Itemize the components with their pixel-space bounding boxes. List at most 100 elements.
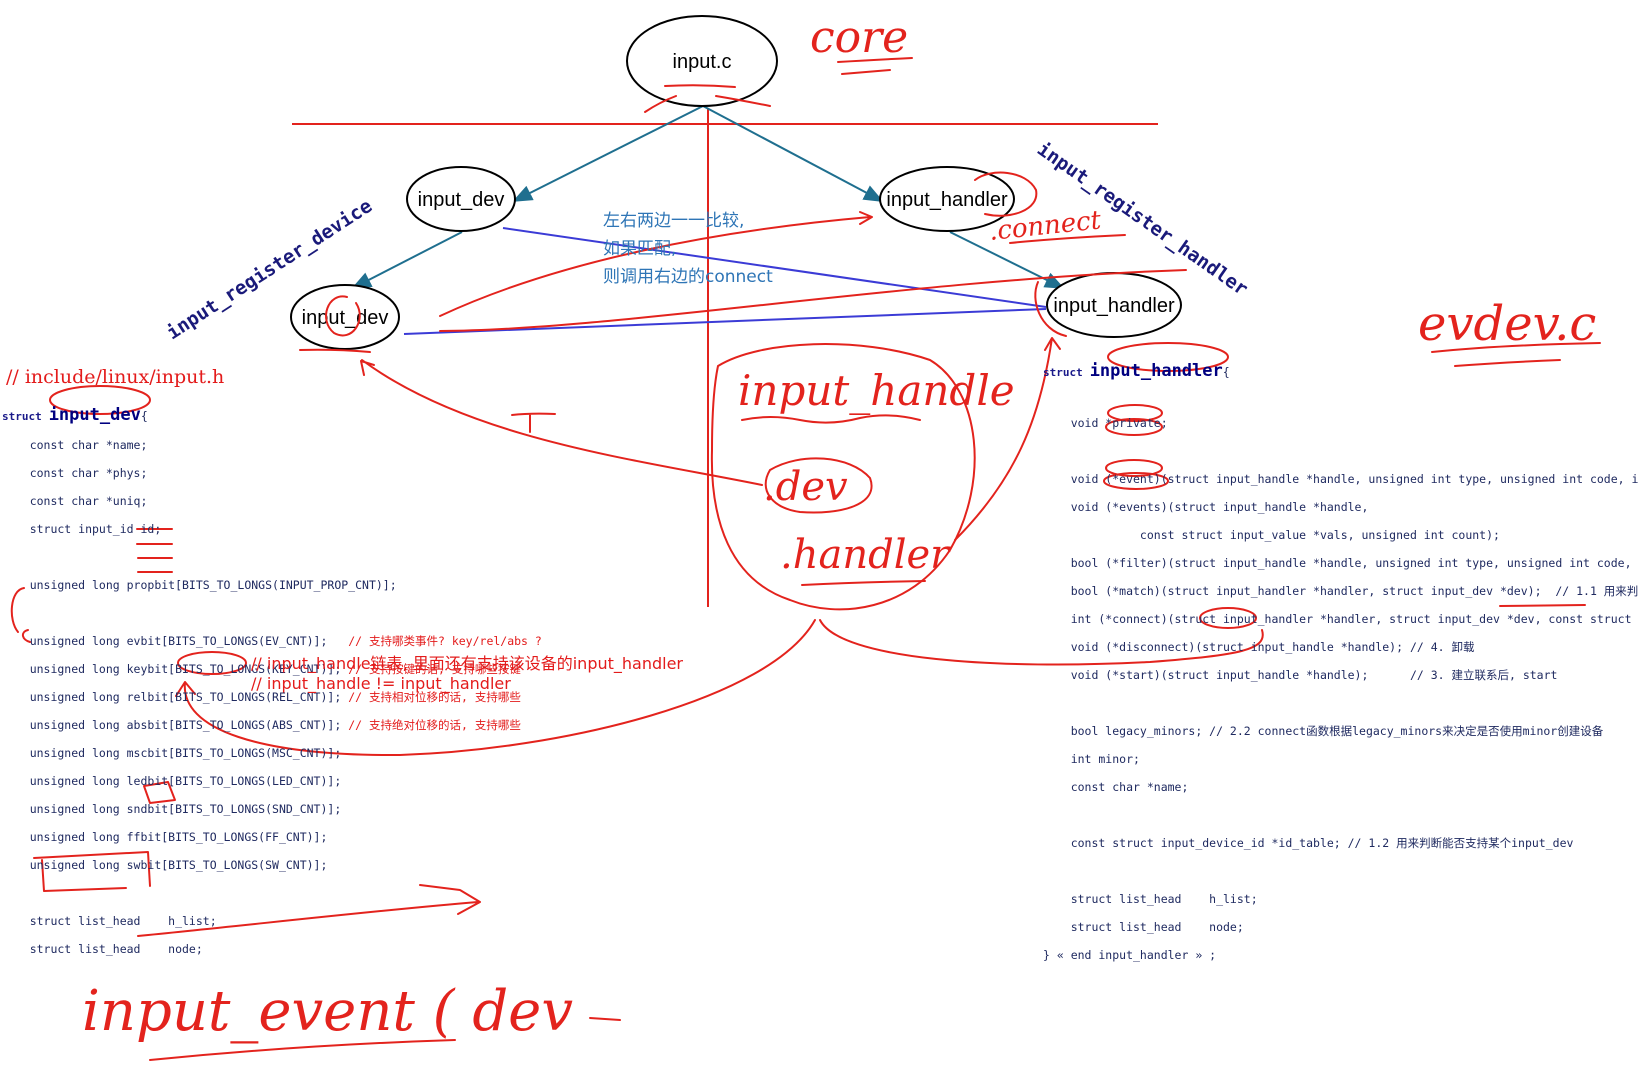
dev-struct-line: unsigned long absbit[BITS_TO_LONGS(ABS_C… — [2, 718, 521, 732]
connect-line-lower — [439, 269, 1187, 332]
header-path: // include/linux/input.h — [6, 366, 225, 388]
handler-top-circle — [974, 171, 1038, 217]
connect-circle — [1103, 472, 1169, 490]
long-arrow — [137, 884, 481, 937]
dev-struct-line: unsigned long relbit[BITS_TO_LONGS(REL_C… — [2, 690, 521, 704]
dev-struct-line: unsigned long propbit[BITS_TO_LONGS(INPU… — [2, 578, 397, 592]
core-text-underline — [837, 57, 913, 75]
dev-arrow-tick — [511, 412, 556, 433]
input-handler-circle — [1107, 342, 1229, 372]
arrow-dev-to-dev — [351, 231, 463, 289]
handler-hlist-circle — [1199, 607, 1257, 629]
bits-underlines — [136, 528, 173, 573]
hand-input-handle: input_handle — [738, 366, 1015, 415]
dev-struct-line: unsigned long ffbit[BITS_TO_LONGS(FF_CNT… — [2, 830, 328, 844]
handler-struct-line: bool legacy_minors; // 2.2 connect函数根据le… — [1043, 724, 1604, 738]
handler-underline — [801, 580, 926, 586]
dev-struct-line: const char *name; — [2, 438, 148, 452]
event-circle — [1107, 404, 1163, 422]
dev-struct-line: unsigned long sndbit[BITS_TO_LONGS(SND_C… — [2, 802, 342, 816]
hand-input-event: input_event ( dev — [82, 979, 573, 1044]
node-dev-bottom: input_dev — [290, 284, 400, 350]
handler-struct-line: const struct input_device_id *id_table; … — [1043, 836, 1574, 850]
connect-underline — [1009, 234, 1126, 244]
dev-struct-line: unsigned long mscbit[BITS_TO_LONGS(MSC_C… — [2, 746, 342, 760]
hand-core: core — [810, 12, 908, 63]
compare-note: 左右两边一一比较, 如果匹配, 则调用右边的connect — [603, 207, 773, 291]
handler-bottom-tick — [1034, 281, 1067, 337]
small-box — [143, 781, 176, 804]
dev-underline — [589, 1017, 621, 1021]
handler-struct-line: bool (*filter)(struct input_handle *hand… — [1043, 556, 1632, 570]
hlist-note: // input_handle链表, 里面还有支持该设备的input_handl… — [251, 654, 683, 694]
handler-struct-line: void (*event)(struct input_handle *handl… — [1043, 472, 1638, 486]
handler-struct-line: struct list_head h_list; — [1043, 892, 1258, 906]
connect-arrow — [439, 211, 873, 317]
dev-struct-line: unsigned long evbit[BITS_TO_LONGS(EV_CNT… — [2, 634, 542, 648]
evdev-underline — [1431, 342, 1601, 367]
handle-group-loop — [710, 343, 976, 611]
dev-struct-line: struct list_head node; — [2, 942, 203, 956]
handle-squiggle — [741, 414, 921, 424]
bits-bracket — [10, 587, 31, 643]
dev-bottom-underline — [299, 348, 371, 353]
dev-bottom-circle — [325, 295, 361, 337]
compare-note-line3: 则调用右边的connect — [603, 267, 773, 287]
rect-shape — [33, 851, 151, 892]
compare-note-line1: 左右两边一一比较, — [603, 211, 745, 231]
handler-struct-code: struct input_handler{ void *private; voi… — [1043, 350, 1638, 976]
input-dev-circle — [49, 385, 151, 415]
dev-struct-line: const char *uniq; — [2, 494, 148, 508]
node-core-label: input.c — [673, 51, 732, 73]
handler-struct-line: bool (*match)(struct input_handler *hand… — [1043, 584, 1638, 598]
node-handler-top-label: input_handler — [886, 189, 1008, 211]
core-underline-ticks — [644, 95, 771, 113]
arrow-core-to-handler — [702, 105, 884, 202]
dev-arrow — [360, 359, 763, 486]
dev-circle — [764, 457, 873, 514]
dev-struct-line: const char *phys; — [2, 466, 148, 480]
dev-struct-code: struct input_dev{ const char *name; cons… — [2, 394, 542, 970]
hlist-note-line2: // input_handle != input_handler — [251, 674, 511, 693]
handler-struct-line: const struct input_value *vals, unsigned… — [1043, 528, 1500, 542]
handler-struct-line: void (*start)(struct input_handle *handl… — [1043, 668, 1558, 682]
handler-struct-line: struct list_head node; — [1043, 920, 1244, 934]
handler-struct-line: void *private; — [1043, 416, 1168, 430]
handler-arrow — [954, 337, 1061, 541]
compare-line-bottom — [403, 308, 1047, 335]
input-event-underline — [149, 1039, 456, 1061]
handler-struct-line: int minor; — [1043, 752, 1140, 766]
handler-struct-line: struct input_handler{ — [1043, 361, 1230, 381]
node-core: input.c — [626, 15, 778, 107]
dev-struct-line: struct input_dev{ — [2, 405, 148, 425]
node-dev-top-label: input_dev — [418, 189, 505, 211]
handler-struct-line: } « end input_handler » ; — [1043, 948, 1217, 962]
hand-dev: .dev — [763, 464, 848, 510]
arrow-core-to-dev — [512, 105, 704, 202]
compare-note-line2: 如果匹配, — [603, 239, 677, 259]
red-annotations — [10, 57, 1601, 1061]
handler-struct-line: void (*events)(struct input_handle *hand… — [1043, 500, 1369, 514]
node-handler-bottom: input_handler — [1046, 272, 1182, 338]
hlist-loop-left — [175, 619, 816, 757]
node-dev-top: input_dev — [406, 166, 516, 232]
core-underline — [664, 84, 736, 88]
dev-hlist-circle — [177, 651, 247, 675]
handler-struct-line: int (*connect)(struct input_handler *han… — [1043, 612, 1632, 626]
dev-struct-line: unsigned long ledbit[BITS_TO_LONGS(LED_C… — [2, 774, 342, 788]
node-handler-bottom-label: input_handler — [1053, 295, 1175, 317]
match-circle — [1105, 459, 1163, 477]
dev-struct-line: unsigned long swbit[BITS_TO_LONGS(SW_CNT… — [2, 858, 328, 872]
dev-struct-line: struct list_head h_list; — [2, 914, 217, 928]
dev-struct-line: struct input_id id; — [2, 522, 162, 536]
compare-line-top — [502, 227, 1047, 308]
node-dev-bottom-label: input_dev — [302, 307, 389, 329]
input-dev-ref-underline — [1499, 604, 1586, 607]
handler-struct-line: void (*disconnect)(struct input_handle *… — [1043, 640, 1475, 654]
handler-struct-line: const char *name; — [1043, 780, 1189, 794]
hlist-note-line1: // input_handle链表, 里面还有支持该设备的input_handl… — [251, 654, 683, 673]
events-circle — [1105, 418, 1163, 436]
node-handler-top: input_handler — [879, 166, 1015, 232]
